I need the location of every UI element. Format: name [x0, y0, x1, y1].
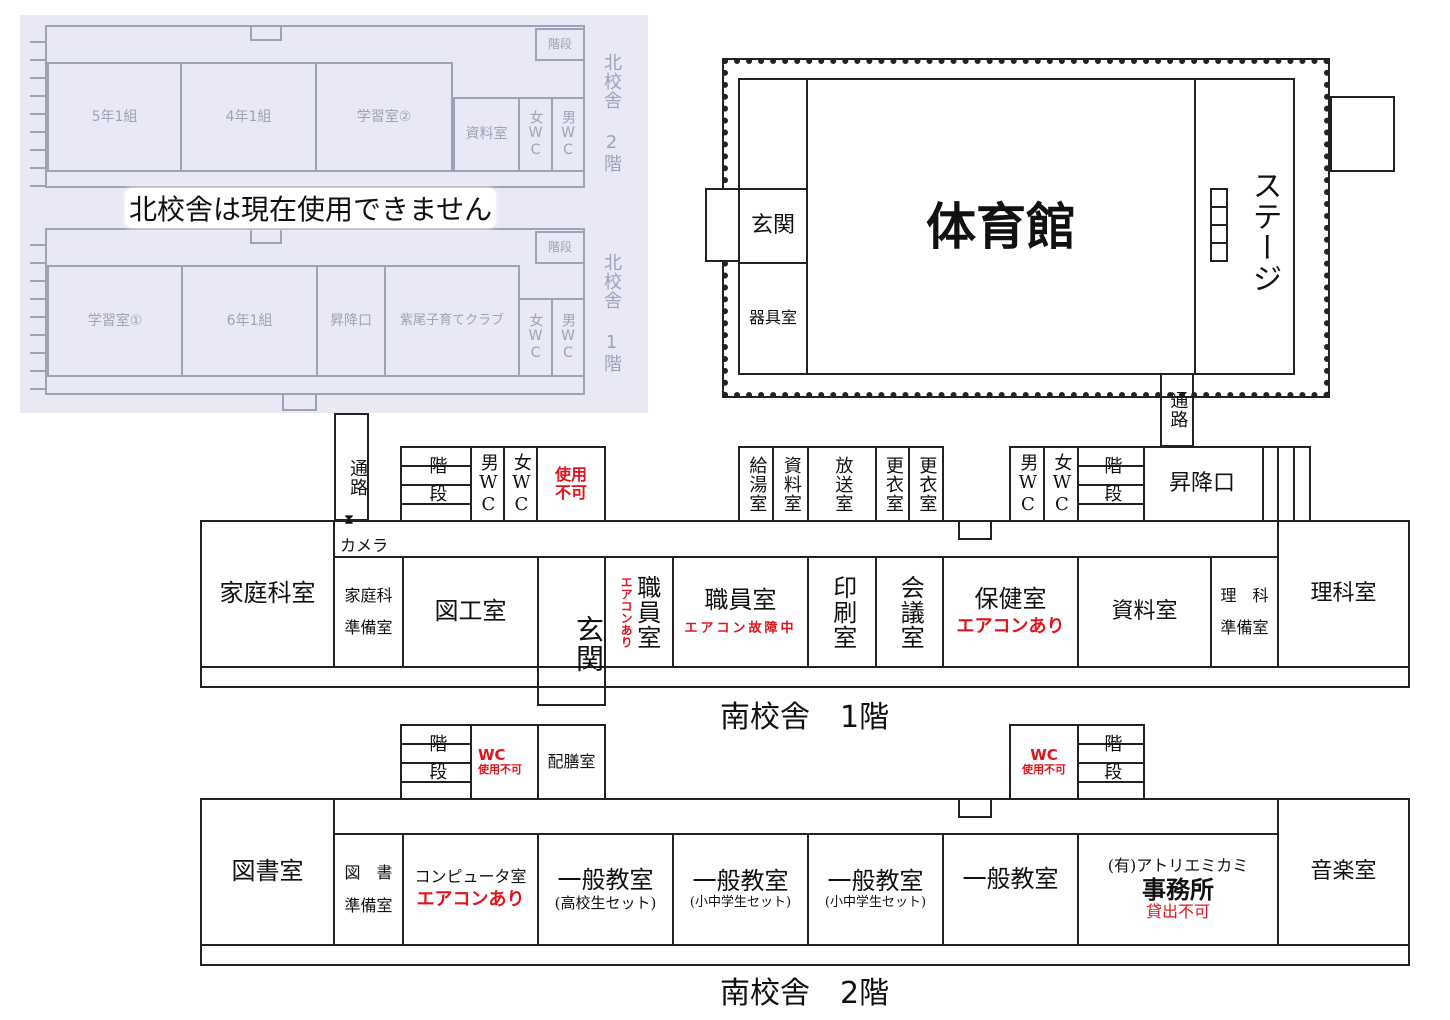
health-room: 保健室エアコンあり	[942, 556, 1079, 668]
archive-room: 資料室	[1077, 556, 1212, 668]
kitchenette: 給湯室	[738, 446, 774, 522]
science-room: 理科室	[1277, 520, 1410, 668]
locker-room-1: 更衣室	[875, 446, 910, 522]
classroom-4: 一般教室	[942, 833, 1079, 946]
female-wc: 女WC	[503, 446, 538, 522]
staff-room: 職員室エアコン故障中	[672, 556, 809, 668]
not-for-rent-note: 貸出不可	[1145, 902, 1210, 922]
unusable-room: 使用不可	[536, 446, 606, 522]
floor-caption: 南校舎 1階	[720, 700, 890, 735]
north-closed-notice: 北校舎は現在使用できません	[125, 188, 497, 228]
gym-entrance: 玄関	[738, 188, 808, 264]
gym-title: 体育館	[926, 196, 1076, 256]
north-building: 5年1組 4年1組 学習室② 資料室 女WC 男WC 階段 北校舎 2階 学習室…	[20, 15, 648, 413]
office: (有)アトリエミカミ事務所貸出不可	[1077, 833, 1279, 946]
floor-caption: 南校舎 2階	[720, 976, 890, 1011]
female-wc: 女WC	[518, 298, 553, 377]
female-wc: 女WC	[518, 97, 553, 172]
archive-room: 資料室	[453, 97, 520, 172]
stairs-2: 階段	[1077, 724, 1145, 800]
ac-note: エアコンあり	[956, 616, 1065, 638]
classroom-3: 一般教室(小中学生セット)	[807, 833, 944, 946]
classroom-2: 一般教室(小中学生セット)	[672, 833, 809, 946]
staff-room-small: エアコンあり 職員室	[604, 556, 674, 668]
stairs: 階段	[400, 724, 472, 800]
computer-room: コンピュータ室エアコンあり	[402, 833, 539, 946]
study-room-1: 学習室①	[47, 265, 183, 377]
passage: 通路	[334, 413, 369, 521]
room-6-1: 6年1組	[181, 265, 318, 377]
music-room: 音楽室	[1277, 798, 1410, 946]
room-5-1: 5年1組	[47, 62, 182, 172]
male-wc: 男WC	[551, 298, 585, 377]
science-prep-room: 理 科準備室	[1210, 556, 1279, 668]
stairs: 階段	[535, 231, 585, 264]
entrance: 玄関	[537, 556, 606, 706]
equipment-room: 器具室	[738, 262, 808, 375]
home-ec-room: 家庭科室	[200, 520, 335, 668]
print-room: 印刷室	[807, 556, 877, 668]
room-4-1: 4年1組	[180, 62, 317, 172]
library: 図書室	[200, 798, 335, 946]
male-wc: 男WC	[551, 97, 585, 172]
gym-passage: 通路	[1160, 373, 1194, 447]
male-wc: 男WC	[470, 446, 505, 522]
ac-broken-note: エアコン故障中	[684, 621, 797, 637]
ac-note: エアコンあり	[619, 576, 634, 648]
shoe-entrance: 昇降口	[316, 265, 386, 377]
gym-floor: 体育館	[806, 78, 1196, 375]
locker-room-2: 更衣室	[908, 446, 944, 522]
male-wc-2: 男WC	[1009, 446, 1045, 522]
meeting-room: 会議室	[875, 556, 944, 668]
camera-label: カメラ	[340, 536, 389, 555]
broadcast-room: 放送室	[807, 446, 877, 522]
shoe-entrance: 昇降口	[1143, 446, 1311, 522]
ac-note: エアコンあり	[416, 889, 525, 911]
art-room: 図工室	[402, 556, 539, 668]
serving-room: 配膳室	[537, 724, 606, 800]
home-ec-prep-room: 家庭科準備室	[333, 556, 404, 668]
female-wc-2: 女WC	[1043, 446, 1079, 522]
stage-label: ステージ	[1246, 170, 1282, 294]
classroom-1: 一般教室(高校生セット)	[537, 833, 674, 946]
floor-label: 北校舎 1階	[601, 253, 622, 373]
stairs: 階段	[535, 28, 585, 61]
stairs-2: 階段	[1077, 446, 1145, 522]
stage: ステージ	[1194, 78, 1295, 375]
library-prep-room: 図 書準備室	[333, 833, 404, 946]
camera-icon: ⧗	[344, 512, 354, 528]
study-room-2: 学習室②	[315, 62, 453, 172]
archive-room-small: 資料室	[772, 446, 809, 522]
stairs: 階段	[400, 446, 472, 522]
childcare-club: 紫尾子育てクラブ	[384, 265, 520, 377]
floor-label: 北校舎 2階	[601, 53, 622, 173]
